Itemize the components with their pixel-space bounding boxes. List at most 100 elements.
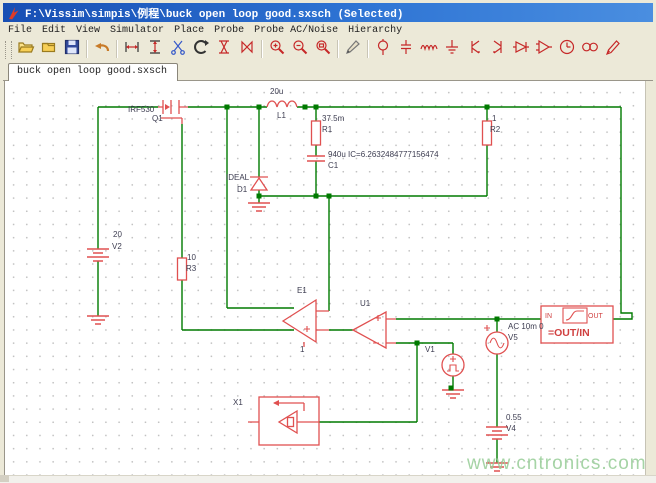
vcvs-e1[interactable] (281, 298, 329, 347)
d1-type-label[interactable]: IDEAL (226, 173, 250, 182)
menu-place[interactable]: Place (174, 24, 205, 36)
junction-dot (484, 104, 490, 110)
l1-ref-label[interactable]: L1 (277, 111, 286, 120)
resistor-r2[interactable] (481, 120, 493, 146)
r3-ref-label[interactable]: R3 (186, 264, 197, 273)
undo-arrow-icon (93, 38, 111, 61)
resistor-r1[interactable] (310, 120, 322, 146)
zoom-area-button[interactable] (311, 38, 334, 61)
d1-ref-label[interactable]: D1 (237, 185, 248, 194)
app-logo-icon (9, 6, 19, 19)
r1-value-label[interactable]: 37.5m (322, 114, 345, 123)
menu-file[interactable]: File (8, 24, 33, 36)
ac-source-v5[interactable] (484, 325, 509, 355)
v4-ref-label[interactable]: V4 (506, 424, 516, 433)
pencil-icon (344, 38, 362, 61)
window-title: F:\Vissim\simpis\例程\buck open loop good.… (25, 8, 404, 21)
v2-ref-label[interactable]: V2 (112, 242, 122, 251)
battery-v4[interactable] (486, 426, 508, 440)
menu-view[interactable]: View (76, 24, 101, 36)
ground-symbol[interactable] (248, 202, 270, 212)
battery-v2[interactable] (87, 248, 109, 262)
probe-button[interactable] (601, 38, 624, 61)
undo-button[interactable] (90, 38, 113, 61)
ground-symbol[interactable] (87, 315, 109, 325)
zoom-out-button[interactable] (288, 38, 311, 61)
menu-probe-ac-noise[interactable]: Probe AC/Noise (254, 24, 339, 36)
voltage-source-button[interactable] (371, 38, 394, 61)
v5-value-label[interactable]: AC 10m 0 (508, 322, 544, 331)
toolbar (3, 38, 653, 61)
schematic-canvas[interactable]: IN OUT =OUT/IN IRF530 Q1 20u L1 37.5m R1… (4, 81, 646, 475)
e1-gain-label[interactable]: 1 (300, 345, 305, 354)
q1-type-label[interactable]: IRF530 (128, 105, 155, 114)
npn-transistor-button[interactable] (463, 38, 486, 61)
x1-ref-label[interactable]: X1 (233, 398, 243, 407)
c1-value-label[interactable]: 940u IC=6.2632484777156474 (328, 150, 439, 159)
junction-dot (414, 340, 420, 346)
mirror-horizontal-button[interactable] (120, 38, 143, 61)
cut-button[interactable] (166, 38, 189, 61)
diode-button[interactable] (509, 38, 532, 61)
ac-source-button[interactable] (578, 38, 601, 61)
tab-schematic[interactable]: buck open loop good.sxsch (8, 63, 179, 81)
clock-source-button[interactable] (555, 38, 578, 61)
folder-new-icon (40, 38, 58, 61)
capacitor-c1[interactable] (307, 155, 325, 162)
mirror-vertical-button[interactable] (143, 38, 166, 61)
zoom-in-button[interactable] (265, 38, 288, 61)
menu-probe[interactable]: Probe (214, 24, 245, 36)
u1-ref-label[interactable]: U1 (360, 299, 371, 308)
wires[interactable] (97, 106, 633, 463)
capacitor-button[interactable] (394, 38, 417, 61)
r1-ref-label[interactable]: R1 (322, 125, 333, 134)
r2-ref-label[interactable]: R2 (490, 125, 501, 134)
vertical-scrollbar[interactable] (645, 81, 656, 475)
mirror-horizontal-icon (123, 38, 141, 61)
ground-button[interactable] (440, 38, 463, 61)
toolbar-grip[interactable] (5, 40, 12, 59)
menu-simulator[interactable]: Simulator (110, 24, 165, 36)
junction-dot (448, 385, 454, 391)
subcircuit-x1[interactable] (248, 396, 320, 446)
l1-value-label[interactable]: 20u (270, 87, 283, 96)
zoom-out-icon (291, 38, 309, 61)
v5-ref-label[interactable]: V5 (508, 333, 518, 342)
zoom-area-icon (314, 38, 332, 61)
e1-ref-label[interactable]: E1 (297, 286, 307, 295)
menu-edit[interactable]: Edit (42, 24, 67, 36)
flip-horizontal-button[interactable] (212, 38, 235, 61)
r2-value-label[interactable]: 1 (492, 114, 497, 123)
pulse-source-v1[interactable] (441, 353, 465, 377)
mosfet-q1[interactable] (158, 100, 188, 124)
opamp-button[interactable] (532, 38, 555, 61)
v2-value-label[interactable]: 20 (113, 230, 122, 239)
ground-symbol[interactable] (442, 389, 464, 399)
scrollbar-corner (0, 475, 9, 482)
title-bar[interactable]: F:\Vissim\simpis\例程\buck open loop good.… (3, 3, 653, 22)
toolbar-separator (334, 39, 341, 60)
inductor-button[interactable] (417, 38, 440, 61)
menu-hierarchy[interactable]: Hierarchy (348, 24, 403, 36)
save-button[interactable] (60, 38, 83, 61)
transfer-block[interactable]: IN OUT =OUT/IN (540, 305, 614, 344)
wire-button[interactable] (341, 38, 364, 61)
open-button[interactable] (14, 38, 37, 61)
c1-ref-label[interactable]: C1 (328, 161, 339, 170)
horizontal-scrollbar[interactable] (0, 475, 656, 483)
opamp-u1[interactable] (351, 310, 396, 350)
inductor-l1[interactable] (266, 100, 298, 108)
new-schematic-button[interactable] (37, 38, 60, 61)
q1-ref-label[interactable]: Q1 (152, 114, 163, 123)
diode-d1[interactable] (249, 176, 269, 191)
v1-ref-label[interactable]: V1 (425, 345, 435, 354)
r3-value-label[interactable]: 10 (187, 253, 196, 262)
tab-label: buck open loop good.sxsch (17, 66, 168, 77)
ground-symbol[interactable] (486, 462, 508, 472)
resistor-r3[interactable] (176, 257, 188, 281)
v4-value-label[interactable]: 0.55 (506, 413, 522, 422)
rotate-button[interactable] (189, 38, 212, 61)
flip-vertical-button[interactable] (235, 38, 258, 61)
pnp-transistor-button[interactable] (486, 38, 509, 61)
junction-dot (224, 104, 230, 110)
